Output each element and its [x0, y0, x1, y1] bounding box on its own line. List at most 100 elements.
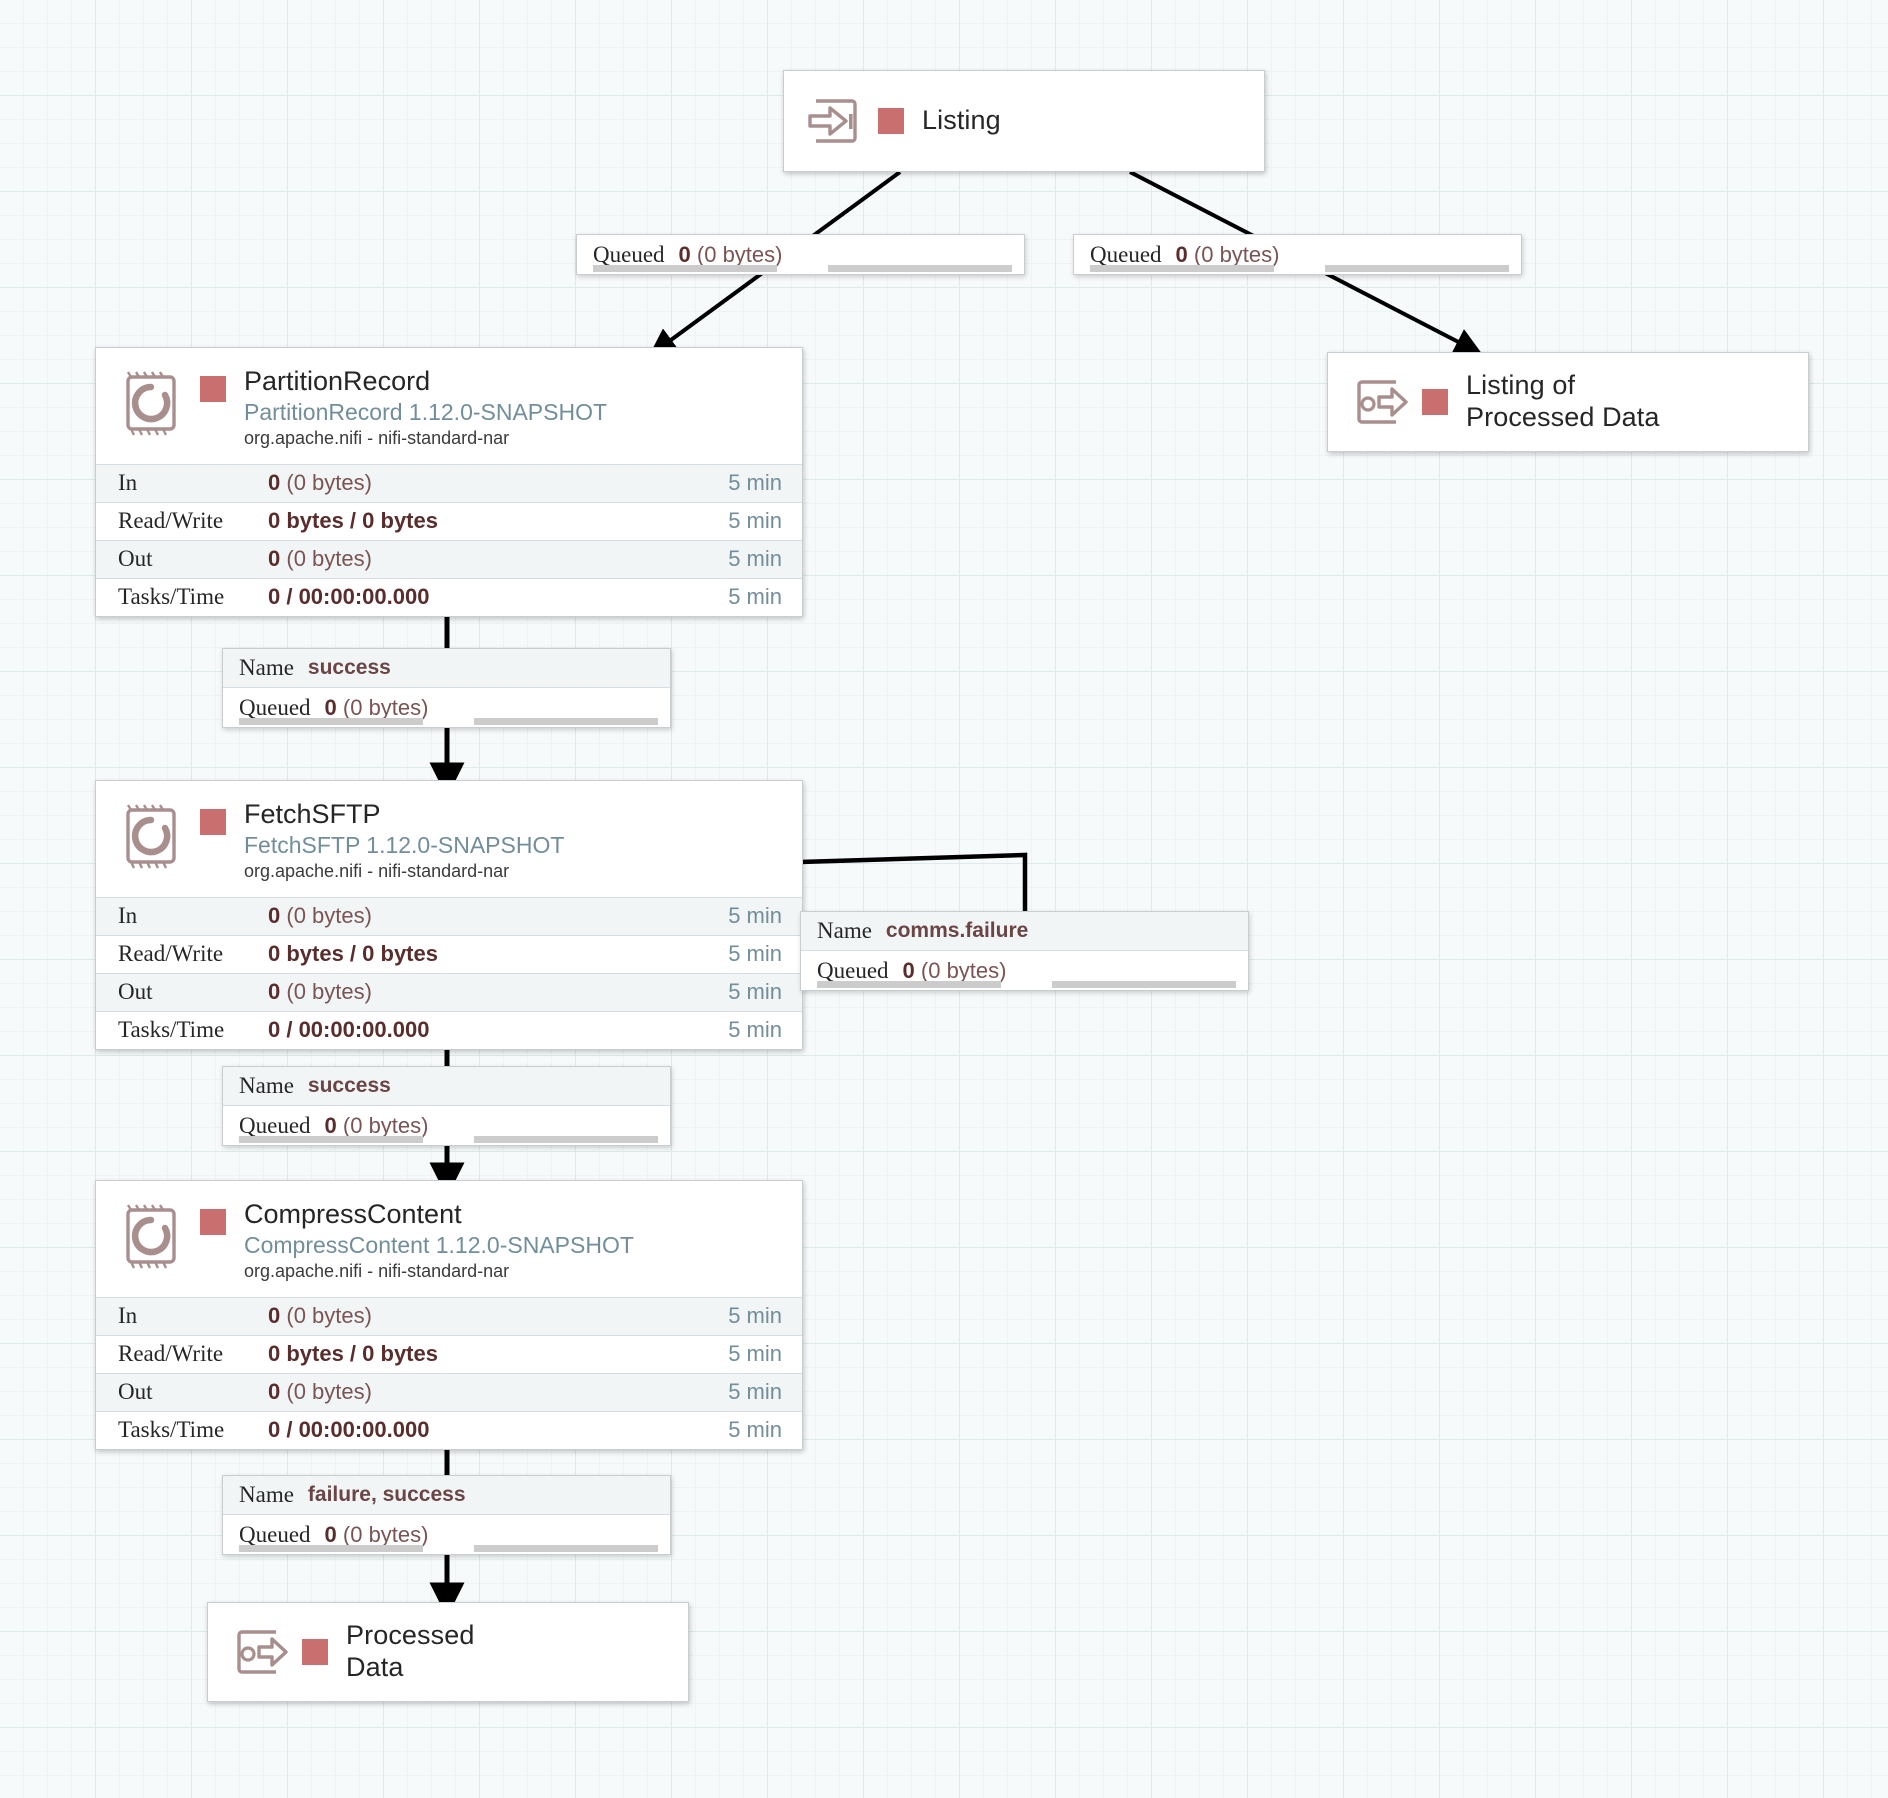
conn-queued-key: Queued: [239, 1112, 311, 1138]
conn-name-key: Name: [239, 1482, 294, 1507]
conn-name-value: comms.failure: [885, 919, 1029, 942]
stat-value-bold: 0 / 00:00:00.000: [268, 584, 430, 610]
stat-value-bold: 0: [268, 470, 281, 496]
node-processed-data-port[interactable]: Processed Data: [207, 1602, 689, 1702]
conn-name-row: Name success: [223, 649, 670, 688]
stat-value-bold: 0 / 00:00:00.000: [268, 1017, 430, 1043]
processor-titles: FetchSFTP FetchSFTP 1.12.0-SNAPSHOT org.…: [244, 799, 788, 883]
conn-queued-row: Queued 0 (0 bytes): [223, 1106, 670, 1145]
conn-label-partitionrecord-to-fetchsftp[interactable]: Name success Queued 0 (0 bytes): [222, 648, 671, 728]
conn-name-row: Name failure, success: [223, 1476, 670, 1515]
processor-type: PartitionRecord 1.12.0-SNAPSHOT: [244, 398, 608, 425]
node-listing-of-processed-data-port[interactable]: Listing of Processed Data: [1327, 352, 1809, 452]
stat-time-window: 5 min: [728, 1417, 782, 1443]
conn-queued-value: 0 (0 bytes): [1176, 242, 1280, 268]
processor-bundle: org.apache.nifi - nifi-standard-nar: [244, 428, 510, 449]
stat-time-window: 5 min: [728, 1303, 782, 1329]
input-port-icon: [806, 92, 864, 150]
processor-header: CompressContent CompressContent 1.12.0-S…: [96, 1181, 802, 1297]
stat-time-window: 5 min: [728, 470, 782, 496]
stat-row: In 0 (0 bytes) 5 min: [96, 1296, 802, 1335]
node-label: Processed Data: [346, 1620, 475, 1682]
stat-value-bold: 0 / 00:00:00.000: [268, 1417, 430, 1443]
node-partitionrecord-processor[interactable]: PartitionRecord PartitionRecord 1.12.0-S…: [95, 347, 803, 617]
stat-time-window: 5 min: [728, 903, 782, 929]
node-label: Listing: [922, 105, 1001, 136]
processor-icon: [118, 1203, 184, 1269]
stat-label: Read/Write: [118, 508, 224, 534]
conn-queued-count: 0: [324, 1112, 337, 1138]
conn-queued-count: 0: [1175, 241, 1188, 267]
stat-time-window: 5 min: [728, 1017, 782, 1043]
stat-value-rest: (0 bytes): [280, 1303, 372, 1329]
conn-queued-size: (0 bytes): [914, 957, 1007, 983]
processor-type: CompressContent 1.12.0-SNAPSHOT: [244, 1231, 634, 1258]
stat-time-window: 5 min: [728, 941, 782, 967]
status-run-indicator: [200, 1209, 226, 1235]
conn-queued-bar-size: [473, 718, 658, 725]
stat-label: Out: [118, 1379, 153, 1405]
stat-label: Tasks/Time: [118, 1417, 225, 1443]
stat-value: 0 (0 bytes): [268, 546, 728, 572]
stat-row: Tasks/Time 0 / 00:00:00.000 5 min: [96, 577, 802, 616]
stat-value-bold: 0: [268, 903, 281, 929]
conn-queued-row: Queued 0 (0 bytes): [223, 1515, 670, 1554]
stat-value-bold: 0 bytes / 0 bytes: [268, 1341, 438, 1367]
conn-queued-value: 0 (0 bytes): [325, 695, 429, 721]
stat-row: Read/Write 0 bytes / 0 bytes 5 min: [96, 1334, 802, 1373]
conn-queued-bar-size: [1324, 265, 1509, 272]
conn-label-listing-to-listing-of-processed-data[interactable]: Queued 0 (0 bytes): [1073, 234, 1522, 275]
conn-label-compresscontent-to-processed-data[interactable]: Name failure, success Queued 0 (0 bytes): [222, 1475, 671, 1555]
status-run-indicator: [1422, 389, 1448, 415]
conn-queued-key: Queued: [1090, 241, 1162, 267]
processor-header: FetchSFTP FetchSFTP 1.12.0-SNAPSHOT org.…: [96, 781, 802, 897]
status-run-indicator: [200, 376, 226, 402]
conn-queued-value: 0 (0 bytes): [325, 1522, 429, 1548]
stat-row: Out 0 (0 bytes) 5 min: [96, 972, 802, 1011]
processor-type: FetchSFTP 1.12.0-SNAPSHOT: [244, 831, 565, 858]
stat-label: Read/Write: [118, 1341, 224, 1367]
conn-queued-row: Queued 0 (0 bytes): [577, 235, 1024, 274]
conn-label-fetchsftp-comms-failure[interactable]: Name comms.failure Queued 0 (0 bytes): [800, 911, 1249, 991]
stat-value-bold: 0: [268, 1379, 281, 1405]
conn-name-value: success: [307, 1074, 391, 1097]
stat-time-window: 5 min: [728, 546, 782, 572]
conn-queued-bar-size: [1051, 981, 1236, 988]
conn-name-key: Name: [239, 655, 294, 680]
stat-row: In 0 (0 bytes) 5 min: [96, 463, 802, 502]
node-compresscontent-processor[interactable]: CompressContent CompressContent 1.12.0-S…: [95, 1180, 803, 1450]
output-port-icon: [1350, 373, 1408, 431]
stat-row: Read/Write 0 bytes / 0 bytes 5 min: [96, 934, 802, 973]
stat-label: Tasks/Time: [118, 584, 225, 610]
stat-value-bold: 0: [268, 979, 281, 1005]
conn-queued-count: 0: [324, 694, 337, 720]
conn-queued-key: Queued: [239, 694, 311, 720]
processor-titles: PartitionRecord PartitionRecord 1.12.0-S…: [244, 366, 788, 450]
processor-icon: [118, 370, 184, 436]
conn-queued-size: (0 bytes): [1187, 241, 1280, 267]
stat-label: Read/Write: [118, 941, 224, 967]
conn-label-fetchsftp-to-compresscontent[interactable]: Name success Queued 0 (0 bytes): [222, 1066, 671, 1146]
conn-queued-bar-size: [473, 1545, 658, 1552]
node-fetchsftp-processor[interactable]: FetchSFTP FetchSFTP 1.12.0-SNAPSHOT org.…: [95, 780, 803, 1050]
conn-queued-bar-size: [473, 1136, 658, 1143]
conn-queued-key: Queued: [593, 241, 665, 267]
processor-bundle: org.apache.nifi - nifi-standard-nar: [244, 861, 510, 882]
stat-value-rest: (0 bytes): [280, 470, 372, 496]
conn-queued-row: Queued 0 (0 bytes): [223, 688, 670, 727]
conn-queued-value: 0 (0 bytes): [903, 958, 1007, 984]
conn-label-listing-to-partitionrecord[interactable]: Queued 0 (0 bytes): [576, 234, 1025, 275]
conn-name-row: Name success: [223, 1067, 670, 1106]
processor-titles: CompressContent CompressContent 1.12.0-S…: [244, 1199, 788, 1283]
stat-value: 0 / 00:00:00.000: [268, 1017, 728, 1043]
conn-name-row: Name comms.failure: [801, 912, 1248, 951]
stat-label: Tasks/Time: [118, 1017, 225, 1043]
stat-value-bold: 0: [268, 546, 281, 572]
conn-queued-size: (0 bytes): [690, 241, 783, 267]
stat-label: In: [118, 1303, 138, 1329]
processor-name: CompressContent: [244, 1199, 462, 1229]
stat-value: 0 bytes / 0 bytes: [268, 941, 728, 967]
node-listing-input-port[interactable]: Listing: [783, 70, 1265, 172]
conn-queued-count: 0: [678, 241, 691, 267]
